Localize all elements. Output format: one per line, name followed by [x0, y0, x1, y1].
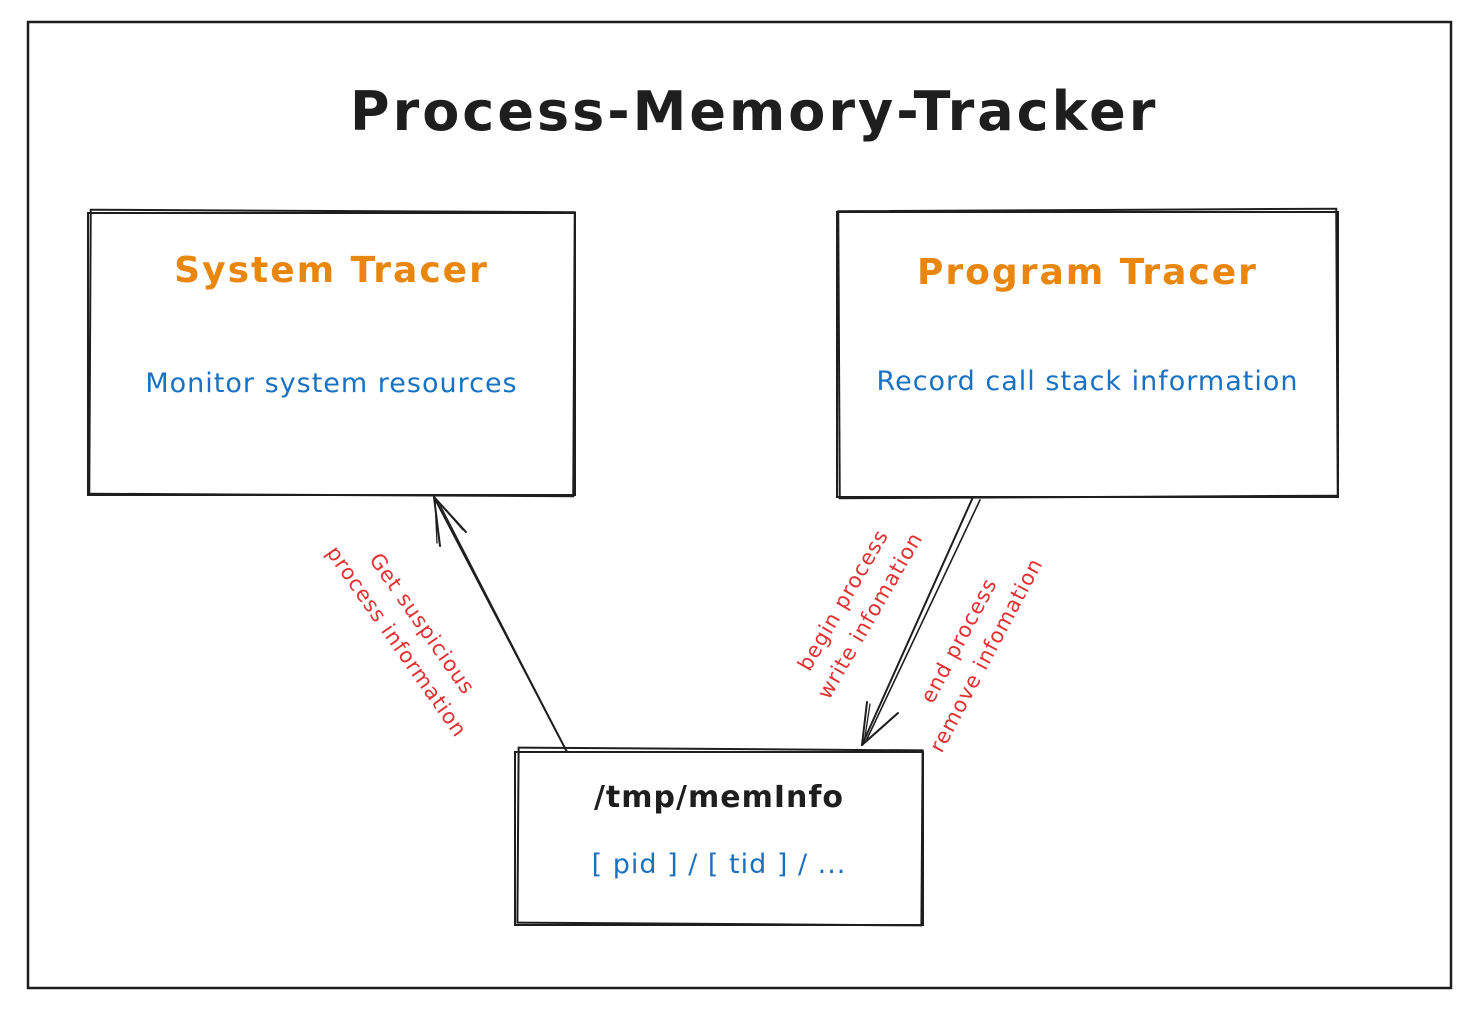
- outer-frame: [26, 20, 1453, 990]
- program-tracer-description: Record call stack information: [876, 366, 1299, 397]
- arrow-program-tracer-to-meminfo: [861, 496, 981, 746]
- meminfo-title: /tmp/memInfo: [593, 780, 845, 815]
- meminfo-description: [ pid ] / [ tid ] / ...: [591, 849, 847, 880]
- arrow-meminfo-to-system-tracer: [433, 496, 568, 753]
- system-tracer-box: [87, 208, 576, 498]
- program-tracer-box: [836, 207, 1339, 500]
- meminfo-box: [514, 746, 924, 927]
- diagram-title: Process-Memory-Tracker: [350, 80, 1159, 143]
- system-tracer-description: Monitor system resources: [145, 368, 518, 399]
- system-tracer-title: System Tracer: [174, 250, 489, 291]
- program-tracer-title: Program Tracer: [917, 252, 1258, 293]
